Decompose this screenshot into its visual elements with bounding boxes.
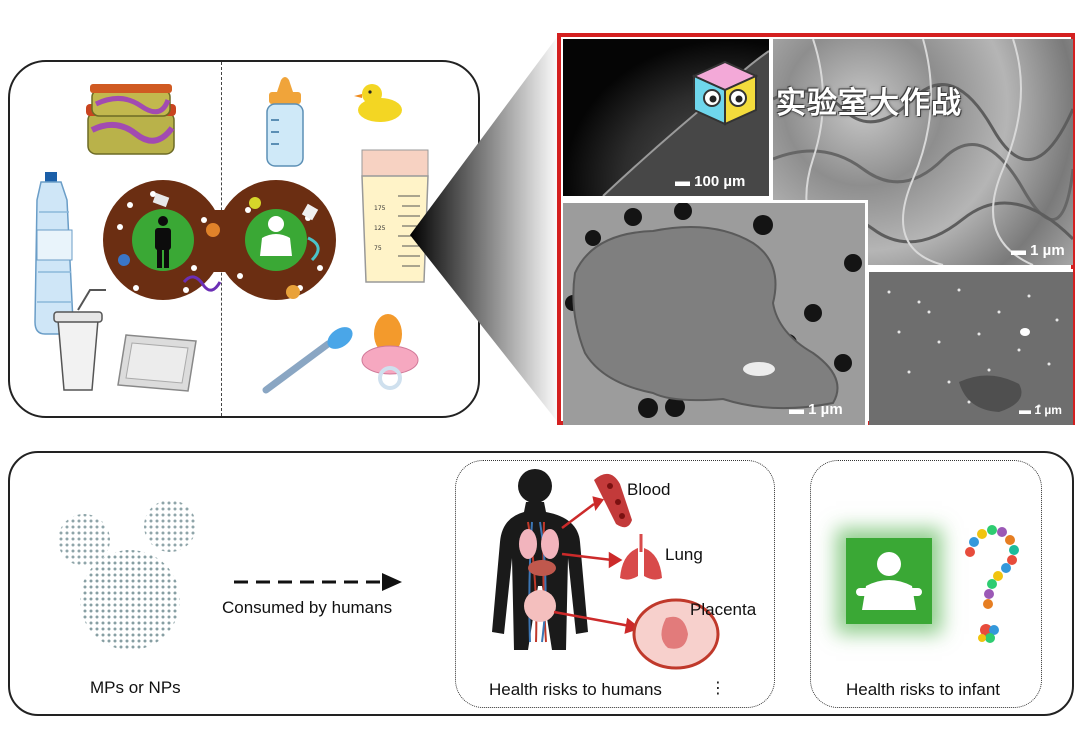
adult-icon [155, 216, 171, 268]
sem-micrograph-panel: ▬ 100 µm ▬ 1 µm ▬ 1 µm [557, 33, 1075, 425]
sem-image-particle: ▬ 1 µm [563, 200, 868, 425]
svg-text:175: 175 [374, 205, 386, 212]
milk-storage-bag-icon: 175 125 75 [361, 149, 429, 283]
health-risk-flow-panel [8, 451, 1074, 716]
scale-bar-1um-particle: ▬ 1 µm [789, 401, 843, 418]
lung-icon [620, 534, 662, 580]
ingested-particles-diagram [103, 180, 336, 300]
blood-label: Blood [627, 480, 671, 499]
scale-bar-label: 1 µm [1034, 403, 1062, 417]
more-menu-icon[interactable]: ⋮ [710, 680, 726, 697]
question-mark-icon [965, 525, 1019, 643]
baby-spoon-icon [262, 327, 353, 394]
baby-bottle-icon [266, 77, 304, 167]
scale-bar-dash: ▬ [789, 401, 809, 418]
lung-label: Lung [665, 545, 703, 564]
scale-bar-dash: ▬ [675, 173, 695, 190]
plastic-cup-icon [53, 289, 106, 391]
svg-text:125: 125 [374, 225, 386, 232]
scale-bar-dash: ▬ [1011, 242, 1031, 259]
lab-logo-icon [691, 60, 759, 126]
scale-bar-1um-nano: ▬ 1 µm [1019, 403, 1062, 417]
food-container-icon [86, 84, 176, 155]
blood-vessel-icon [594, 473, 632, 528]
scale-bar-label: 100 µm [694, 173, 746, 190]
scale-bar-dash: ▬ [1019, 403, 1035, 417]
infant-risk-caption: Health risks to infant [846, 680, 1001, 699]
zoom-funnel [410, 33, 560, 425]
infant-risk-box [810, 460, 1042, 708]
human-anatomy-illustration [492, 469, 720, 670]
consumption-arrow-icon [234, 573, 402, 591]
human-body-icon [492, 469, 588, 650]
placenta-label: Placenta [690, 600, 757, 619]
baby-icon-large [856, 552, 922, 610]
scale-bar-label: 1 µm [1030, 242, 1065, 259]
placenta-icon [632, 598, 720, 670]
plastic-tray-icon [117, 334, 197, 392]
sem-image-nanoparticles: ▬ 1 µm [869, 269, 1073, 425]
human-risk-caption: Health risks to humans [489, 680, 662, 699]
rubber-duck-icon [354, 84, 402, 122]
watermark-text: 实验室大作战 [776, 86, 962, 121]
scale-bar-100um: ▬ 100 µm [675, 173, 745, 190]
baby-icon [260, 216, 292, 256]
svg-text:75: 75 [374, 245, 382, 252]
particles-label: MPs or NPs [90, 678, 181, 697]
pacifier-icon [361, 314, 419, 390]
water-bottle-icon [34, 172, 74, 335]
consumed-label: Consumed by humans [222, 598, 393, 617]
sources-illustrations: 175 125 75 [34, 77, 429, 394]
particle-clusters-icon [58, 500, 196, 650]
scale-bar-1um-top: ▬ 1 µm [1011, 242, 1065, 259]
human-risk-box [455, 460, 775, 708]
scale-bar-label: 1 µm [808, 401, 843, 418]
